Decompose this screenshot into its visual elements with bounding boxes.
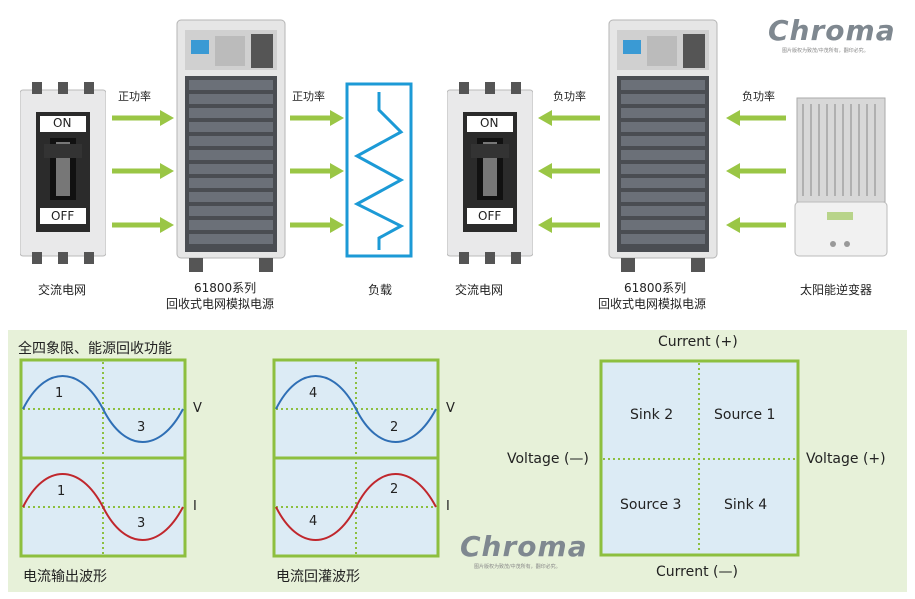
- output-voltage-wave: [22, 375, 184, 443]
- output-lower-label-b: 3: [137, 516, 146, 531]
- right-supply-cabinet: [608, 19, 718, 272]
- right-breaker-illustration: [447, 82, 533, 264]
- quadrant-q3-label: Source 3: [620, 497, 682, 513]
- solar-inverter-illustration: [794, 97, 888, 257]
- section-title: 全四象限、能源回收功能: [18, 341, 172, 357]
- quadrant-axis-right: Voltage (+): [806, 451, 886, 467]
- quadrant-axis-left: Voltage (—): [507, 451, 589, 467]
- left-breaker-illustration: [20, 82, 106, 264]
- chroma-logo-bottom-text: Chroma: [460, 530, 588, 563]
- inverter-label: 太阳能逆变器: [800, 283, 873, 297]
- chroma-logo-caption: 图片版权为致茂/中茂所有，翻印必究。: [782, 48, 869, 54]
- left-supply-label-line1: 61800系列: [194, 281, 257, 295]
- right-supply-label-line2: 回收式电网模拟电源: [598, 297, 707, 311]
- regen-upper-label-a: 4: [309, 386, 318, 401]
- arrow-label-positive-power-1: 正功率: [118, 90, 151, 103]
- regen-waveform-caption: 电流回灌波形: [276, 569, 360, 585]
- regen-upper-side-label: V: [446, 401, 455, 416]
- load-resistor-icon: [345, 82, 413, 258]
- arrow-label-positive-power-2: 正功率: [292, 90, 325, 103]
- left-supply-label-line2: 回收式电网模拟电源: [166, 297, 275, 311]
- regen-lower-label-a: 2: [390, 482, 399, 497]
- regen-current-wave: [275, 473, 437, 541]
- output-waveform-box: [19, 358, 187, 558]
- regen-waveform-box: [272, 358, 440, 558]
- quadrant-axis-bottom: Current (—): [656, 564, 738, 580]
- quadrant-box: [599, 359, 800, 557]
- chroma-logo-top: Chroma 图片版权为致茂/中茂所有，翻印必究。: [768, 14, 896, 64]
- output-upper-label-a: 1: [55, 386, 64, 401]
- regen-lower-label-b: 4: [309, 514, 318, 529]
- left-breaker-label: 交流电网: [38, 283, 87, 297]
- output-waveform-caption: 电流输出波形: [23, 569, 107, 585]
- left-breaker-on-label: ON: [53, 116, 72, 130]
- chroma-logo-bottom-caption: 图片版权为致茂/中茂所有，翻印必究。: [474, 564, 561, 570]
- output-lower-label-a: 1: [57, 484, 66, 499]
- output-upper-label-b: 3: [137, 420, 146, 435]
- right-breaker-off-label: OFF: [478, 209, 502, 223]
- output-lower-side-label: I: [193, 499, 197, 514]
- left-breaker-off-label: OFF: [51, 209, 75, 223]
- arrow-label-negative-power-2: 负功率: [742, 90, 775, 103]
- regen-lower-side-label: I: [446, 499, 450, 514]
- load-label: 负载: [368, 283, 393, 297]
- right-breaker-on-label: ON: [480, 116, 499, 130]
- output-current-wave: [22, 473, 184, 541]
- quadrant-q4-label: Sink 4: [724, 497, 768, 513]
- output-upper-side-label: V: [193, 401, 202, 416]
- chroma-logo-text: Chroma: [768, 14, 896, 47]
- right-breaker-label: 交流电网: [455, 283, 504, 297]
- regen-upper-label-b: 2: [390, 420, 399, 435]
- quadrant-q2-label: Source 1: [714, 407, 776, 423]
- quadrant-q1-label: Sink 2: [630, 407, 674, 423]
- right-supply-label-line1: 61800系列: [624, 281, 687, 295]
- quadrant-axis-top: Current (+): [658, 334, 738, 350]
- left-supply-cabinet: [176, 19, 286, 272]
- regen-voltage-wave: [275, 375, 437, 443]
- chroma-logo-bottom: Chroma 图片版权为致茂/中茂所有，翻印必究。: [460, 530, 590, 576]
- power-flow-arrows: [112, 110, 786, 233]
- arrow-label-negative-power-1: 负功率: [553, 90, 586, 103]
